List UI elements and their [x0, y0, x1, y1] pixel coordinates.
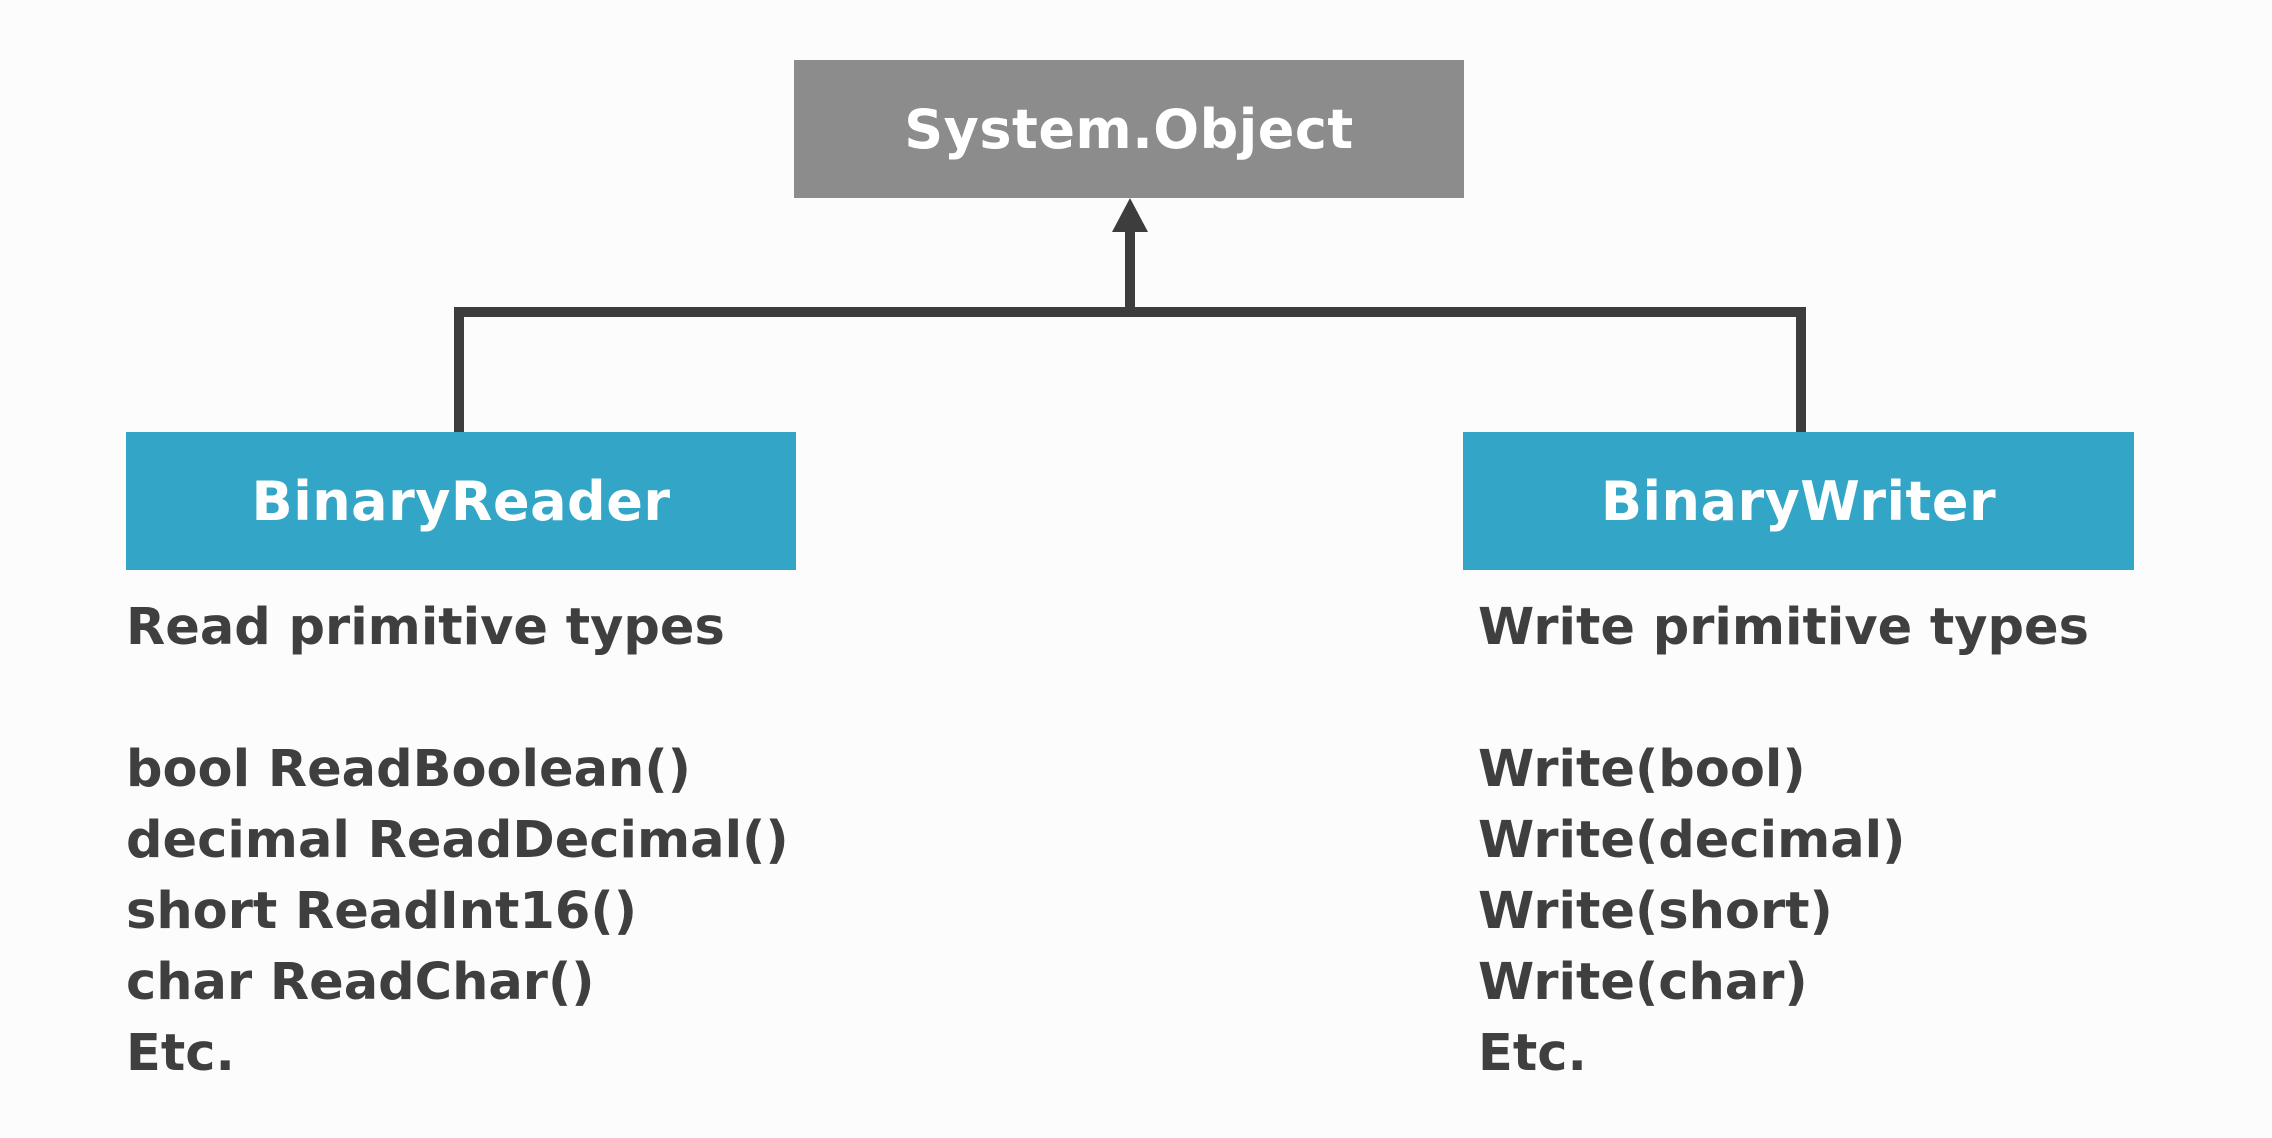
- method-item: Write(bool): [1478, 740, 1806, 799]
- binary-reader-description: Read primitive types bool ReadBoolean() …: [126, 592, 789, 1089]
- method-item: Write(char): [1478, 953, 1808, 1012]
- binary-writer-box: BinaryWriter: [1463, 432, 2134, 570]
- system-object-box: System.Object: [794, 60, 1464, 198]
- binary-reader-heading: Read primitive types: [126, 598, 725, 657]
- method-item: Etc.: [1478, 1024, 1587, 1083]
- binary-reader-method-list: bool ReadBoolean() decimal ReadDecimal()…: [126, 734, 789, 1089]
- connector-line-reader: [454, 307, 1130, 432]
- binary-reader-box: BinaryReader: [126, 432, 796, 570]
- connector-line-writer: [1130, 307, 1806, 432]
- binary-writer-method-list: Write(bool) Write(decimal) Write(short) …: [1478, 734, 2089, 1089]
- method-item: Write(decimal): [1478, 811, 1906, 870]
- system-object-label: System.Object: [904, 97, 1354, 161]
- binary-writer-description: Write primitive types Write(bool) Write(…: [1478, 592, 2089, 1089]
- inheritance-arrowhead-icon: [1112, 198, 1148, 232]
- binary-reader-label: BinaryReader: [251, 469, 671, 533]
- method-item: decimal ReadDecimal(): [126, 811, 789, 870]
- method-item: bool ReadBoolean(): [126, 740, 691, 799]
- method-item: short ReadInt16(): [126, 882, 638, 941]
- method-item: Write(short): [1478, 882, 1833, 941]
- binary-writer-label: BinaryWriter: [1600, 469, 1997, 533]
- binary-writer-heading: Write primitive types: [1478, 598, 2090, 657]
- method-item: Etc.: [126, 1024, 235, 1083]
- method-item: char ReadChar(): [126, 953, 595, 1012]
